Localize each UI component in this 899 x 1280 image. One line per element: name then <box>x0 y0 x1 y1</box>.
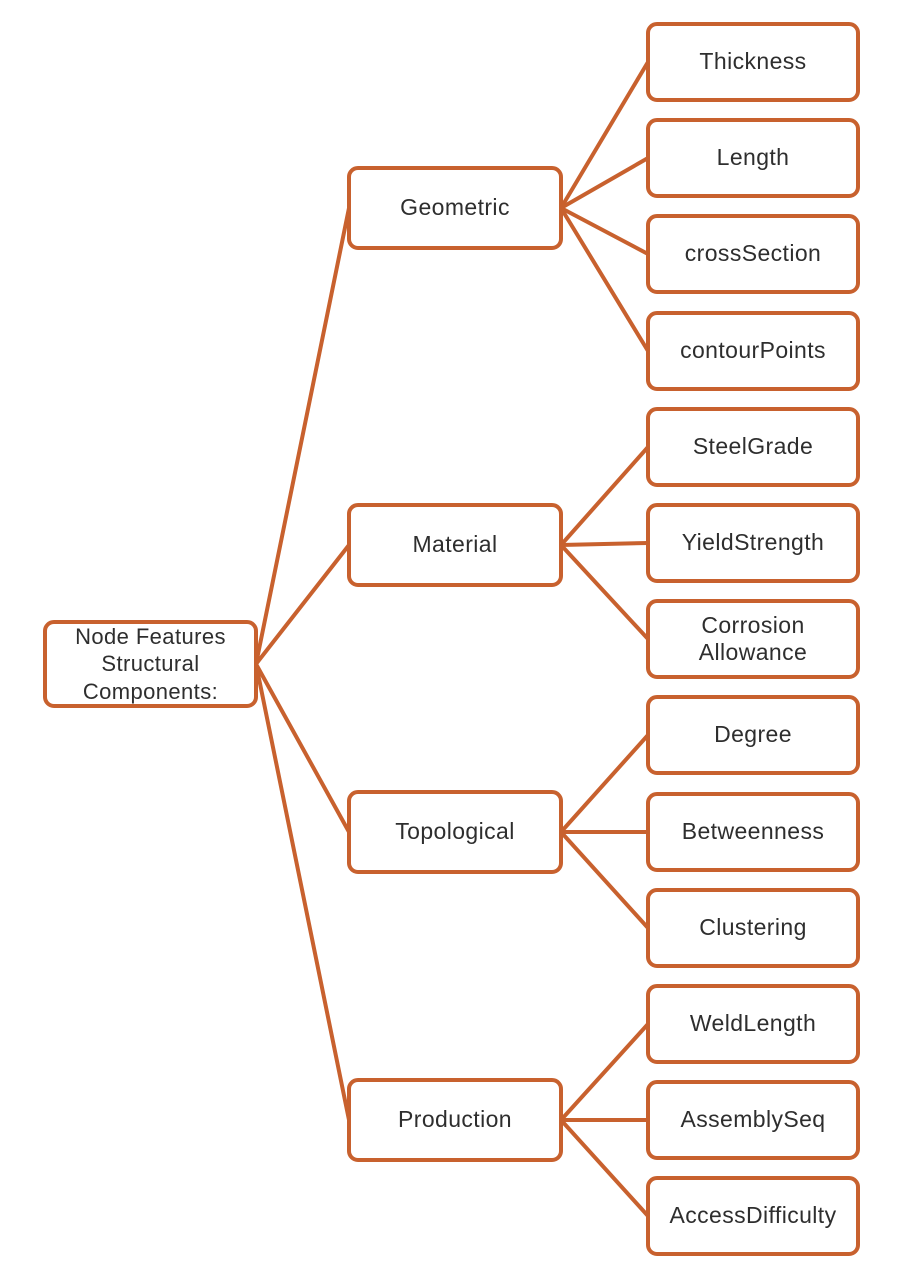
node-corrosion-allowance: Corrosion Allowance <box>646 599 860 679</box>
node-clustering: Clustering <box>646 888 860 968</box>
connector-line-geometric-length <box>559 156 650 210</box>
node-root: Node Features Structural Components: <box>43 620 258 708</box>
connector-line-production-accessdifficulty <box>559 1118 650 1218</box>
connector-line-geometric-crosssection <box>559 206 650 256</box>
node-steelgrade: SteelGrade <box>646 407 860 487</box>
node-degree: Degree <box>646 695 860 775</box>
node-material: Material <box>347 503 563 587</box>
node-geometric: Geometric <box>347 166 563 250</box>
node-topological: Topological <box>347 790 563 874</box>
connector-line-topological-clustering <box>559 830 650 930</box>
node-weldlength: WeldLength <box>646 984 860 1064</box>
connector-line-material-yieldstrength <box>559 541 650 547</box>
connector-line-material-corrosion <box>559 543 650 641</box>
connector-line-geometric-thickness <box>559 60 650 210</box>
connector-line-production-weldlength <box>559 1022 650 1122</box>
connector-line-root-material <box>254 543 351 666</box>
connector-line-geometric-contourpoints <box>559 206 650 353</box>
connector-line-topological-degree <box>559 733 650 834</box>
node-betweenness: Betweenness <box>646 792 860 872</box>
connector-line-material-steelgrade <box>559 445 650 547</box>
node-accessdifficulty: AccessDifficulty <box>646 1176 860 1256</box>
node-crosssection: crossSection <box>646 214 860 294</box>
node-yieldstrength: YieldStrength <box>646 503 860 583</box>
connector-line-root-topological <box>254 662 351 834</box>
node-length: Length <box>646 118 860 198</box>
node-thickness: Thickness <box>646 22 860 102</box>
connector-line-root-production <box>254 662 351 1122</box>
node-contourpoints: contourPoints <box>646 311 860 391</box>
node-production: Production <box>347 1078 563 1162</box>
node-assemblyseq: AssemblySeq <box>646 1080 860 1160</box>
connector-line-root-geometric <box>254 206 351 666</box>
